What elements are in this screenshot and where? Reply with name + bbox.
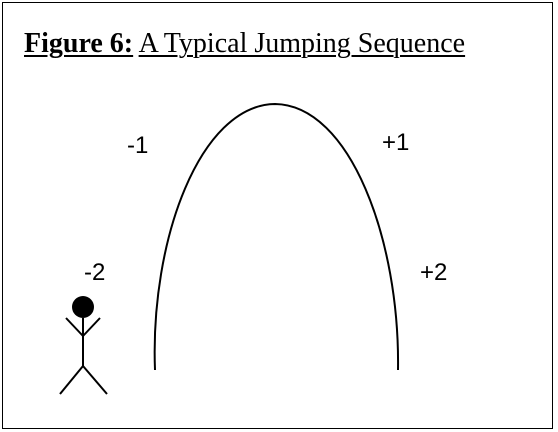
figure-frame (2, 2, 553, 429)
position-label-minus-two: -2 (84, 259, 106, 286)
stick-figure-icon (59, 296, 108, 395)
position-label-plus-one: +1 (382, 129, 410, 156)
stick-figure-left-leg (59, 365, 84, 395)
stick-figure-right-leg (82, 365, 108, 395)
position-label-plus-two: +2 (420, 259, 448, 286)
figure-title-text: A Typical Jumping Sequence (138, 28, 466, 59)
stick-figure-right-arm (82, 317, 101, 337)
stick-figure-head (72, 296, 94, 318)
stick-figure-left-arm (65, 317, 84, 337)
figure-number-label: Figure 6: (24, 28, 134, 59)
figure-title: Figure 6: A Typical Jumping Sequence (24, 30, 465, 58)
position-label-minus-one: -1 (127, 132, 149, 159)
jump-arc (153, 102, 400, 371)
